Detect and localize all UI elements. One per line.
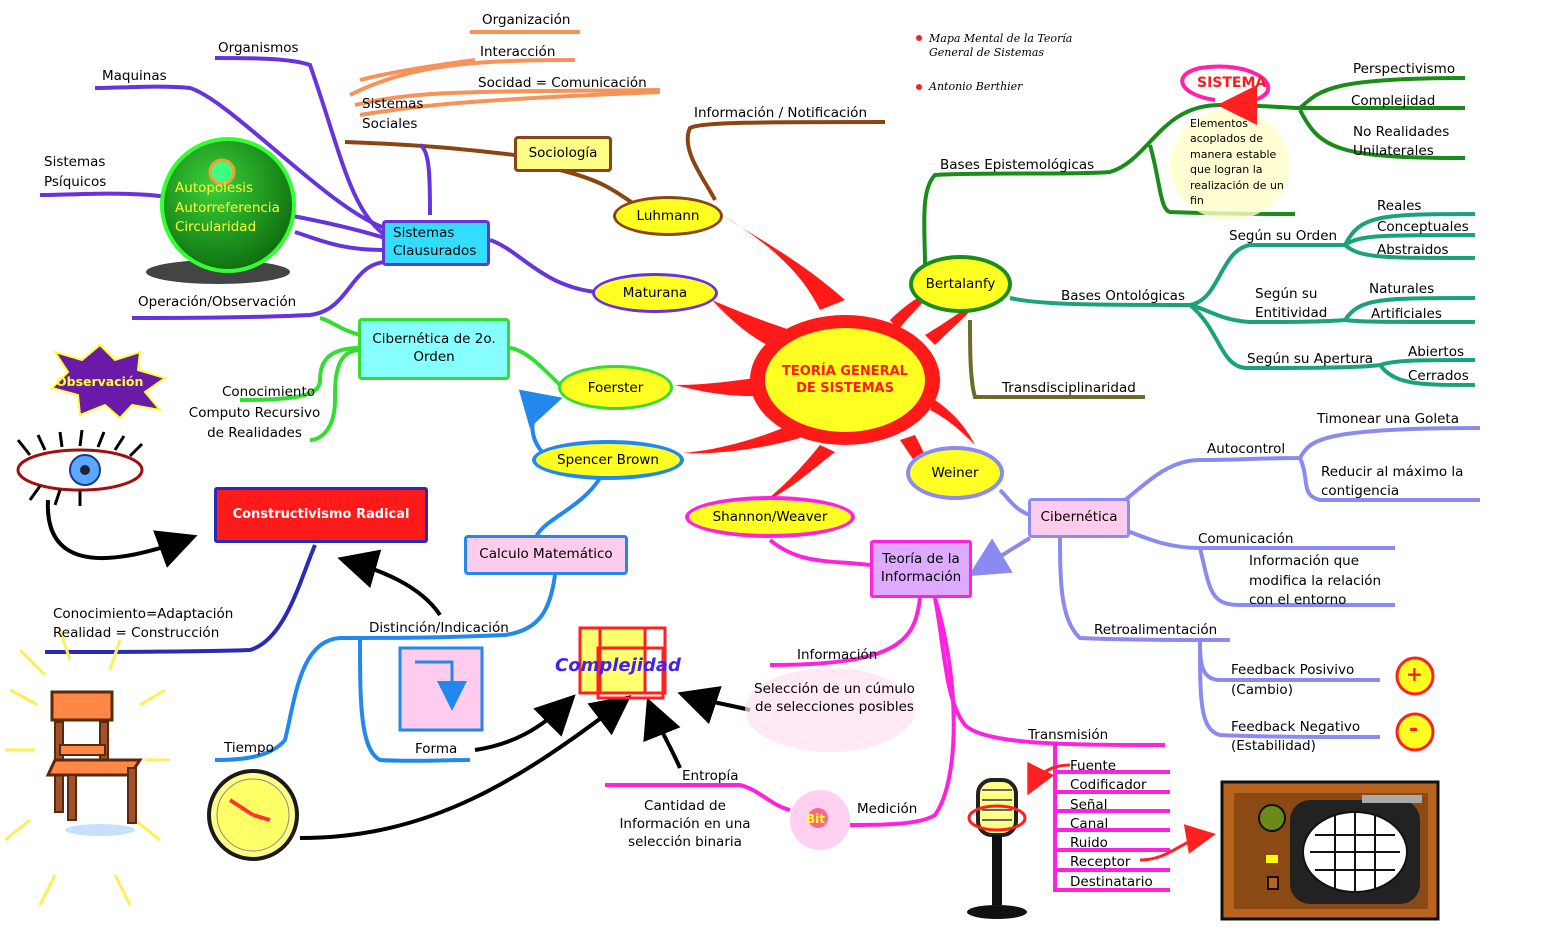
forma-drawing — [398, 646, 484, 732]
legend-title: Mapa Mental de la Teoría General de Sist… — [929, 32, 1073, 59]
label-transdisciplinaridad: Transdisciplinaridad — [1002, 380, 1136, 396]
label-computo-recursivo: Computo Recursivo de Realidades — [188, 405, 321, 441]
label-feedback-positivo: Feedback Posivivo — [1231, 662, 1355, 678]
microphone-drawing — [967, 778, 1027, 919]
label-transmision: Transmisión — [1028, 727, 1109, 743]
node-teoria-informacion[interactable]: Teoría de la Información — [870, 540, 972, 598]
label-conocimiento: Conocimiento — [222, 384, 315, 400]
node-constructivismo-radical[interactable]: Constructivismo Radical — [214, 487, 428, 543]
observacion-burst — [50, 343, 168, 420]
label-feedback-positivo-sub: (Cambio) — [1231, 682, 1293, 698]
label-complejidad: Complejidad — [555, 655, 681, 676]
label-sistema-definicion: Elementos acoplados de manera estable qu… — [1190, 117, 1284, 207]
label-perspectivismo: Perspectivismo — [1353, 61, 1456, 77]
node-foerster[interactable]: Foerster — [558, 365, 673, 410]
label-comunicacion: Comunicación — [1198, 531, 1294, 547]
radio-drawing — [1220, 780, 1440, 921]
center-core — [765, 328, 925, 432]
label-sociedad: Socidad = Comunicación — [478, 75, 647, 91]
label-segun-apertura: Según su Apertura — [1247, 351, 1374, 367]
chair-drawing — [4, 629, 170, 906]
label-operacion-observacion: Operación/Observación — [138, 294, 297, 310]
label-no-realidades: No Realidades Unilaterales — [1353, 124, 1450, 159]
label-entropia: Entropía — [682, 768, 739, 784]
legend-author: Antonio Berthier — [929, 80, 1023, 93]
label-bases-epistemologicas: Bases Epistemológicas — [940, 157, 1095, 173]
sphere-drawing — [146, 137, 296, 284]
label-artificiales: Artificiales — [1371, 306, 1442, 322]
label-medicion: Medición — [857, 801, 918, 817]
node-bertalanfy[interactable]: Bertalanfy — [909, 255, 1012, 313]
list-item: Fuente — [1070, 758, 1117, 774]
label-feedback-negativo-sub: (Estabilidad) — [1231, 738, 1316, 754]
label-maquinas: Maquinas — [102, 68, 167, 84]
label-cantidad-informacion: Cantidad de Información en una selección… — [619, 798, 751, 851]
label-segun-entitividad: Según su Entitividad — [1255, 286, 1328, 321]
label-conceptuales: Conceptuales — [1377, 219, 1469, 235]
label-timonear: Timonear una Goleta — [1317, 411, 1459, 427]
list-item: Codificador — [1070, 777, 1147, 794]
node-cibernetica-2o-orden[interactable]: Cibernética de 2o. Orden — [358, 318, 510, 380]
label-organizacion: Organización — [482, 12, 571, 28]
label-abstraidos: Abstraidos — [1377, 242, 1449, 258]
label-complejidad-epist: Complejidad — [1351, 93, 1436, 109]
eye-drawing — [16, 429, 144, 506]
minus-icon: - — [1409, 717, 1419, 742]
label-feedback-negativo: Feedback Negativo — [1231, 719, 1361, 735]
list-transmision: Fuente Codificador Señal Canal Ruido Rec… — [1070, 757, 1153, 892]
label-retroalimentacion: Retroalimentación — [1094, 622, 1218, 638]
node-sistemas-clausurados[interactable]: Sistemas Clausurados — [382, 220, 490, 266]
clock-drawing — [207, 769, 299, 861]
label-observacion: Observación — [56, 374, 144, 389]
label-bases-ontologicas: Bases Ontológicas — [1061, 288, 1185, 304]
node-shannon-weaver[interactable]: Shannon/Weaver — [685, 496, 855, 538]
cube-drawing — [578, 626, 667, 700]
label-informacion-modifica: Información que modifica la relación con… — [1249, 553, 1382, 609]
label-seleccion: Selección de un cúmulo de selecciones po… — [754, 681, 915, 715]
node-spencer-brown[interactable]: Spencer Brown — [532, 440, 684, 480]
list-item: Ruido — [1070, 835, 1108, 852]
label-reales: Reales — [1377, 198, 1422, 214]
label-sistema: SISTEMA — [1197, 75, 1267, 91]
list-item: Canal — [1070, 815, 1109, 832]
node-weiner[interactable]: Weiner — [906, 446, 1004, 500]
label-naturales: Naturales — [1369, 281, 1435, 297]
node-luhmann[interactable]: Luhmann — [613, 196, 723, 236]
label-bit: Bit — [806, 812, 825, 826]
label-segun-orden: Según su Orden — [1229, 228, 1338, 244]
node-calculo-matematico[interactable]: Calculo Matemático — [464, 535, 628, 575]
label-realidad-construccion: Realidad = Construcción — [53, 625, 220, 641]
label-conocimiento-adaptacion: Conocimiento=Adaptación — [53, 606, 234, 622]
sphere-labels: Autopoiesis Autorreferencia Circularidad — [175, 180, 280, 236]
label-sistemas-psiquicos: Sistemas Psíquicos — [44, 154, 107, 190]
list-item: Receptor — [1070, 854, 1131, 871]
label-organismos: Organismos — [218, 40, 299, 56]
label-autocontrol: Autocontrol — [1207, 441, 1286, 457]
label-interaccion: Interacción — [480, 44, 556, 60]
label-reducir: Reducir al máximo la contigencia — [1321, 464, 1464, 499]
label-distincion-indicacion: Distinción/Indicación — [369, 620, 509, 636]
list-item: Señal — [1070, 796, 1108, 813]
plus-icon: + — [1406, 662, 1423, 686]
label-tiempo: Tiempo — [224, 740, 274, 756]
label-abiertos: Abiertos — [1408, 344, 1464, 360]
label-cerrados: Cerrados — [1408, 368, 1469, 384]
list-item: Destinatario — [1070, 873, 1153, 890]
label-informacion-notificacion: Información / Notificación — [694, 105, 867, 121]
node-cibernetica[interactable]: Cibernética — [1028, 498, 1130, 538]
node-maturana[interactable]: Maturana — [592, 273, 718, 313]
node-sociologia[interactable]: Sociología — [514, 136, 612, 172]
label-informacion: Información — [797, 647, 878, 663]
label-sistemas-sociales: Sistemas Sociales — [362, 96, 424, 132]
center-title: TEORÍA GENERAL DE SISTEMAS — [782, 364, 908, 396]
label-forma: Forma — [415, 741, 458, 757]
